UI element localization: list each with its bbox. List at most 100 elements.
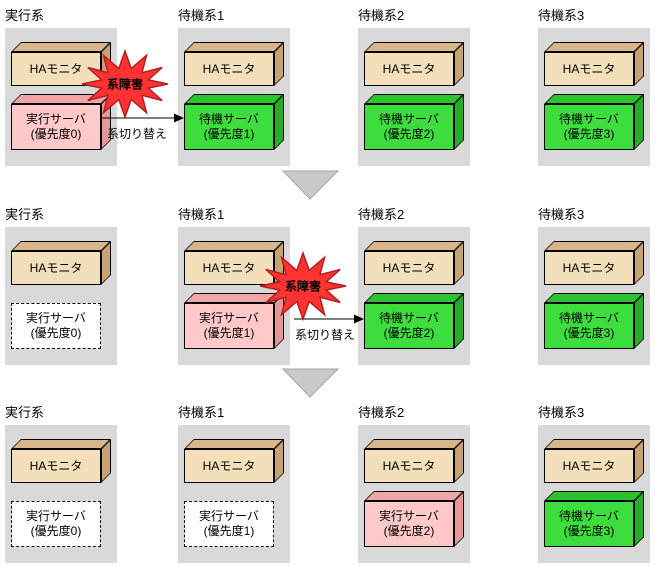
server-label: 待機サーバ (優先度3) xyxy=(544,501,634,547)
box-side-face xyxy=(274,42,284,86)
server-priority: (優先度2) xyxy=(383,127,435,141)
system-panel: HAモニタ 待機サーバ (優先度3) xyxy=(538,425,650,563)
ha-monitor-label: HAモニタ xyxy=(364,251,454,285)
server-priority: (優先度0) xyxy=(30,326,82,340)
server-priority: (優先度3) xyxy=(563,326,615,340)
starburst-icon xyxy=(81,49,169,119)
box-top-face xyxy=(184,439,284,449)
server-name: 待機サーバ xyxy=(379,311,439,325)
server-label: 実行サーバ (優先度0) xyxy=(11,104,101,150)
server-priority: (優先度2) xyxy=(383,326,435,340)
server-priority: (優先度1) xyxy=(203,326,255,340)
ha-monitor-label: HAモニタ xyxy=(184,52,274,86)
box-top-face xyxy=(184,241,284,251)
ha-monitor-label: HAモニタ xyxy=(11,251,101,285)
box-side-face xyxy=(454,293,464,349)
switchover-label-2: 系切り替え xyxy=(295,328,356,342)
server-label: 実行サーバ (優先度1) xyxy=(184,303,274,349)
box-top-face xyxy=(11,439,111,449)
ha-monitor-label: HAモニタ xyxy=(184,251,274,285)
box-top-face xyxy=(544,439,644,449)
system-title: 実行系 xyxy=(5,207,45,222)
stopped-server-box: 実行サーバ (優先度0) xyxy=(11,303,101,349)
switchover-label-1: 系切り替え xyxy=(107,127,168,141)
ha-monitor-label: HAモニタ xyxy=(544,251,634,285)
system-panel: HAモニタ 待機サーバ (優先度3) xyxy=(538,28,650,166)
box-top-face xyxy=(544,42,644,52)
server-label: 実行サーバ (優先度2) xyxy=(364,501,454,547)
system-title: 待機系1 xyxy=(178,207,225,222)
server-label: 待機サーバ (優先度2) xyxy=(364,104,454,150)
system-title: 待機系3 xyxy=(538,405,585,420)
system-title: 待機系3 xyxy=(538,207,585,222)
box-top-face xyxy=(364,42,464,52)
system-title: 待機系1 xyxy=(178,405,225,420)
stopped-server-box: 実行サーバ (優先度1) xyxy=(184,501,274,547)
server-name: 待機サーバ xyxy=(559,509,619,523)
system-panel: HAモニタ 待機サーバ (優先度2) xyxy=(358,227,470,365)
box-side-face xyxy=(634,491,644,547)
box-top-face xyxy=(364,491,464,501)
box-side-face xyxy=(634,293,644,349)
box-side-face xyxy=(454,42,464,86)
box-top-face xyxy=(364,241,464,251)
box-top-face xyxy=(184,94,284,104)
ha-monitor-label: HAモニタ xyxy=(184,449,274,483)
box-side-face xyxy=(634,94,644,150)
system-title: 実行系 xyxy=(5,405,45,420)
system-title: 待機系2 xyxy=(358,8,405,23)
system-panel: HAモニタ 待機サーバ (優先度3) xyxy=(538,227,650,365)
server-name: 実行サーバ xyxy=(26,311,86,325)
system-panel: HAモニタ 待機サーバ (優先度2) xyxy=(358,28,470,166)
server-priority: (優先度3) xyxy=(563,524,615,538)
box-side-face xyxy=(454,491,464,547)
ha-monitor-label: HAモニタ xyxy=(11,52,101,86)
system-panel: HAモニタ 実行サーバ (優先度0) xyxy=(5,425,117,563)
system-panel: HAモニタ 実行サーバ (優先度0) xyxy=(5,227,117,365)
server-name: 待機サーバ xyxy=(199,112,259,126)
server-priority: (優先度1) xyxy=(203,524,255,538)
server-priority: (優先度0) xyxy=(30,127,82,141)
starburst-icon xyxy=(259,251,347,321)
system-title: 待機系1 xyxy=(178,8,225,23)
system-panel: HAモニタ 待機サーバ (優先度1) xyxy=(178,28,290,166)
box-side-face xyxy=(274,94,284,150)
box-top-face xyxy=(364,94,464,104)
box-side-face xyxy=(101,241,111,285)
ha-monitor-label: HAモニタ xyxy=(364,52,454,86)
ha-monitor-label: HAモニタ xyxy=(544,52,634,86)
stopped-server-box: 実行サーバ (優先度0) xyxy=(11,501,101,547)
box-top-face xyxy=(364,293,464,303)
flow-down-triangle-1 xyxy=(281,170,340,200)
server-label: 待機サーバ (優先度3) xyxy=(544,303,634,349)
failure-label: 系障害 xyxy=(106,77,144,92)
server-priority: (優先度2) xyxy=(383,524,435,538)
system-panel: HAモニタ 実行サーバ (優先度1) xyxy=(178,425,290,563)
box-top-face xyxy=(184,42,284,52)
ha-monitor-label: HAモニタ xyxy=(544,449,634,483)
server-label: 待機サーバ (優先度3) xyxy=(544,104,634,150)
system-title: 待機系2 xyxy=(358,207,405,222)
server-name: 待機サーバ xyxy=(559,311,619,325)
system-panel: HAモニタ 実行サーバ (優先度2) xyxy=(358,425,470,563)
system-panel: HAモニタ 実行サーバ (優先度1) xyxy=(178,227,290,365)
server-name: 実行サーバ xyxy=(199,509,259,523)
box-top-face xyxy=(364,439,464,449)
box-top-face xyxy=(544,293,644,303)
server-name: 待機サーバ xyxy=(559,112,619,126)
box-side-face xyxy=(634,241,644,285)
server-priority: (優先度1) xyxy=(203,127,255,141)
ha-monitor-label: HAモニタ xyxy=(11,449,101,483)
box-side-face xyxy=(101,439,111,483)
server-name: 待機サーバ xyxy=(379,112,439,126)
box-top-face xyxy=(544,241,644,251)
system-title: 待機系2 xyxy=(358,405,405,420)
server-priority: (優先度0) xyxy=(30,524,82,538)
box-top-face xyxy=(11,241,111,251)
ha-monitor-label: HAモニタ xyxy=(364,449,454,483)
server-name: 実行サーバ xyxy=(379,509,439,523)
box-side-face xyxy=(454,439,464,483)
box-side-face xyxy=(454,241,464,285)
system-title: 待機系3 xyxy=(538,8,585,23)
